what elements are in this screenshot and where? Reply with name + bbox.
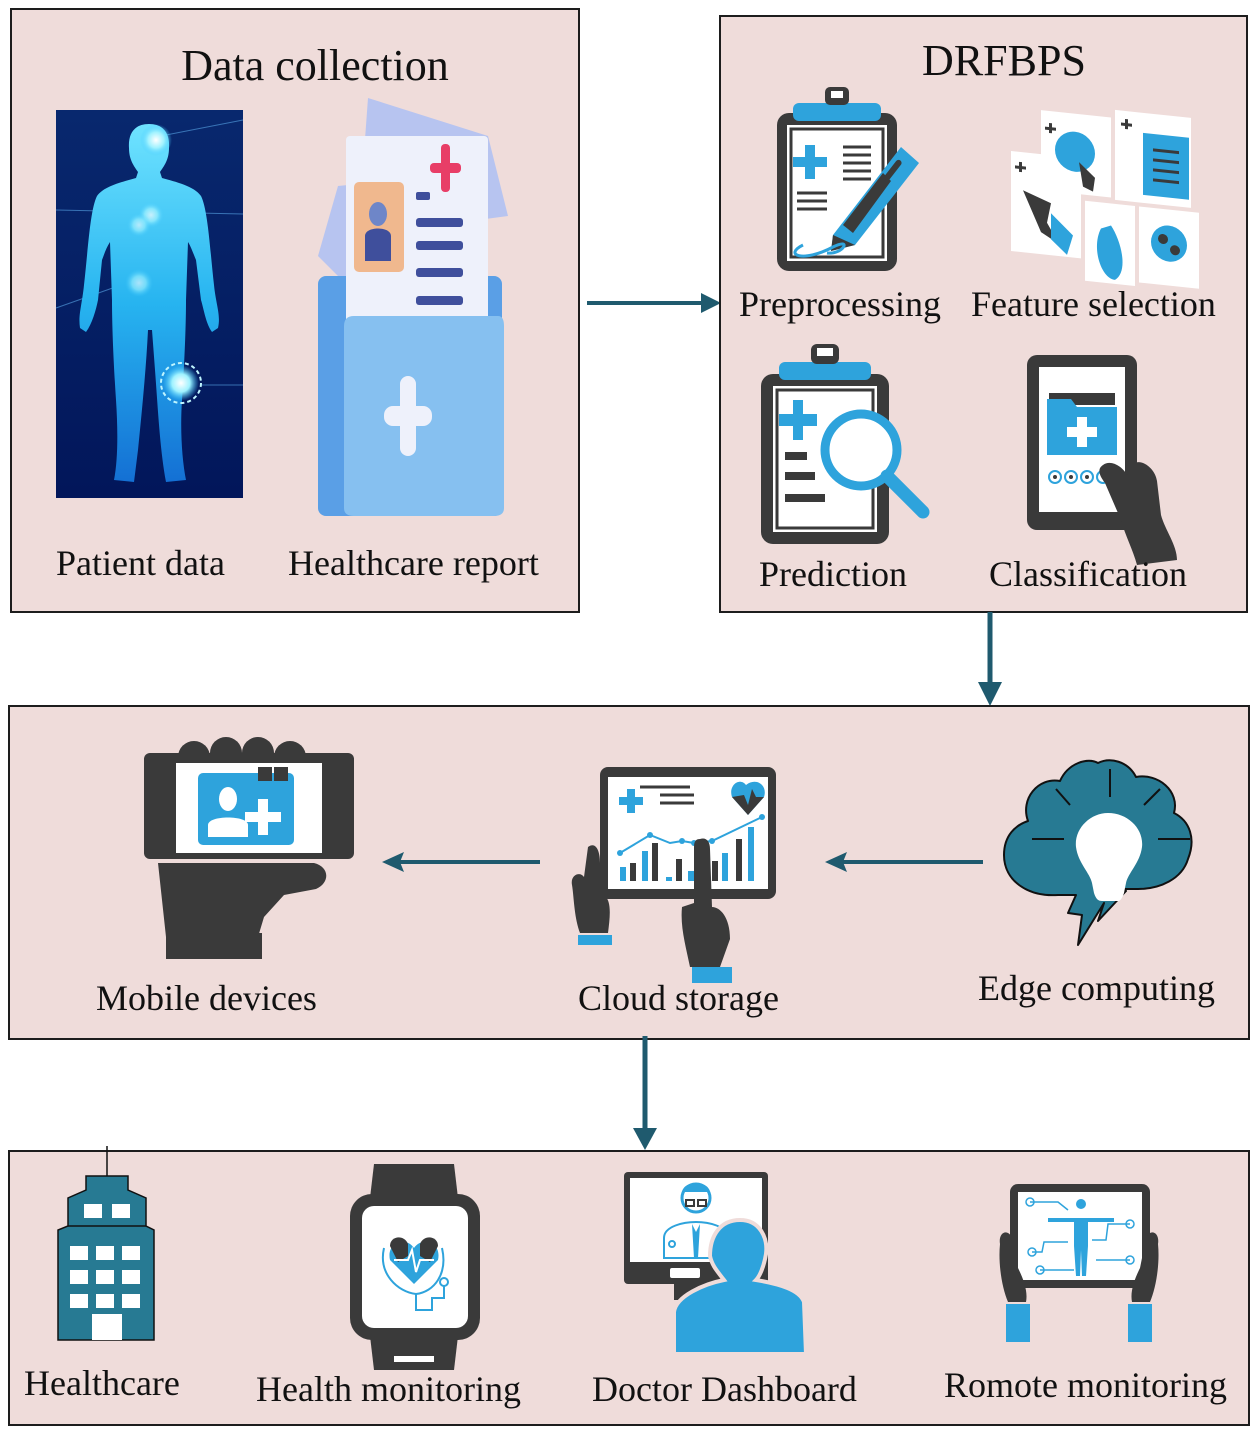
smartwatch-stethoscope-icon: [350, 1164, 482, 1370]
clipboard-pen-icon: [773, 85, 923, 275]
health-monitoring-label: Health monitoring: [256, 1369, 521, 1409]
doctor-dashboard-label: Doctor Dashboard: [592, 1369, 857, 1409]
applications-box: Healthcare Health monitoring Doctor Dash…: [8, 1146, 1250, 1426]
tablet-touch-folder-icon: [1027, 355, 1187, 565]
arrow-data-collection-to-drfbps: [585, 290, 725, 316]
cloud-lightbulb-icon: [998, 755, 1198, 947]
cloud-storage-label: Cloud storage: [578, 978, 779, 1018]
arrow-cloud-to-applications: [632, 1036, 658, 1152]
tablet-body-monitor-icon: [996, 1184, 1162, 1344]
human-body-scan-icon: [55, 110, 244, 498]
remote-monitoring-label: Romote monitoring: [944, 1365, 1227, 1405]
healthcare-report-label: Healthcare report: [288, 543, 539, 583]
drfbps-box: DRFBPS: [719, 15, 1248, 613]
data-collection-title: Data collection: [181, 41, 449, 90]
classification-label: Classification: [989, 554, 1187, 594]
medical-scans-icon: [1011, 99, 1211, 289]
mobile-devices-label: Mobile devices: [96, 978, 317, 1018]
arrow-edge-to-cloud: [825, 849, 985, 875]
tablet-analytics-icon: [570, 767, 782, 987]
arrow-drfbps-to-processing: [977, 612, 1003, 708]
preprocessing-label: Preprocessing: [739, 284, 941, 324]
feature-selection-label: Feature selection: [971, 284, 1216, 324]
medical-report-folder-icon: [318, 96, 508, 516]
drfbps-title: DRFBPS: [922, 36, 1086, 85]
telemedicine-monitor-icon: [624, 1172, 814, 1356]
patient-data-label: Patient data: [56, 543, 225, 583]
arrow-cloud-to-mobile: [382, 849, 542, 875]
data-collection-box: Data collection: [10, 8, 580, 613]
healthcare-label: Healthcare: [24, 1363, 180, 1403]
processing-box: Mobile devices Cloud storage Edge comput…: [8, 705, 1250, 1040]
prediction-label: Prediction: [759, 554, 907, 594]
edge-computing-label: Edge computing: [978, 968, 1215, 1008]
hand-holding-phone-icon: [144, 737, 356, 959]
hospital-building-icon: [54, 1146, 162, 1348]
clipboard-magnifier-icon: [761, 342, 941, 547]
